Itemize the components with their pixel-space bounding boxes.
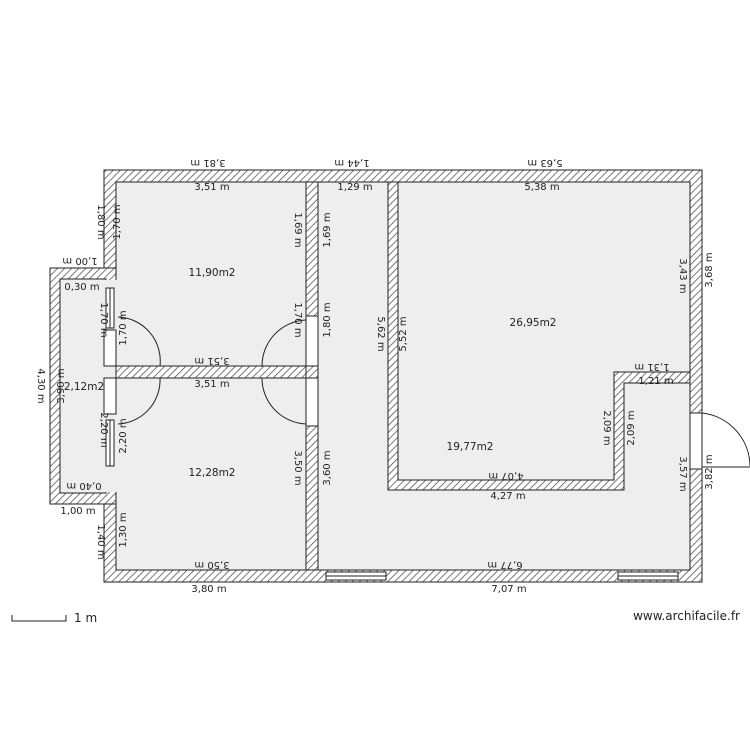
floors — [59, 181, 691, 571]
dim-inner-room-bottom-inner: 4,07 m — [488, 470, 523, 481]
dim-top-inner-right: 5,38 m — [524, 182, 559, 193]
dim-right-inner-bottom: 3,57 m — [677, 456, 688, 491]
dim-notch-top: 1,31 m — [634, 361, 669, 372]
door-arc-mid-upper — [261, 319, 307, 367]
window-bay-upper — [105, 287, 115, 329]
dim-inner-room-step-inner: 2,09 m — [601, 410, 612, 445]
door-arc-mid-lower — [261, 377, 307, 425]
door-gap-corridor-lower — [305, 377, 319, 427]
area-bottom-left: 12,28m2 — [189, 467, 236, 479]
dim-left-outer-top: 1,80 m — [95, 204, 106, 239]
dim-bottom-outer-left: 3,80 m — [191, 584, 226, 595]
area-large: 26,95m2 — [510, 317, 557, 329]
door-arc-right — [701, 412, 750, 467]
dim-mid-wall-bottom: 3,51 m — [194, 379, 229, 390]
area-top-left: 11,90m2 — [189, 267, 236, 279]
dim-bay-right-bottom: 2,20 m — [98, 412, 109, 447]
inner-walls — [115, 181, 691, 571]
area-l-shape: 19,77m2 — [447, 441, 494, 453]
dim-top-inner-left: 3,51 m — [194, 182, 229, 193]
dim-room1-left-lower: 1,70 m — [118, 310, 129, 345]
scale-label: 1 m — [74, 611, 97, 625]
door-arc-left-lower — [117, 377, 161, 425]
wall-left-vertical — [305, 181, 319, 571]
dim-top-inner-mid: 1,29 m — [337, 182, 372, 193]
area-bay: 2,12m2 — [64, 381, 104, 393]
dim-bay-top-outer: 1,00 m — [62, 255, 97, 266]
dim-left-outer-bottom: 1,40 m — [95, 524, 106, 559]
dim-room2-left-upper: 2,20 m — [118, 418, 129, 453]
dim-bay-bottom-inner: 0,40 m — [66, 480, 101, 491]
dim-left-inner-top: 1,70 m — [112, 204, 123, 239]
dim-right-outer-bottom: 3,82 m — [704, 454, 715, 489]
dim-bay-bottom-outer: 1,00 m — [60, 506, 95, 517]
dimension-labels: 3,81 m 1,44 m 5,63 m 3,51 m 1,29 m 5,38 … — [35, 157, 715, 595]
door-arc-left-upper — [117, 316, 161, 367]
wall-inner-room — [387, 181, 691, 491]
dim-top-outer-mid: 1,44 m — [334, 157, 369, 168]
window-bottom-right — [617, 571, 679, 581]
dim-corridor-left-bottom: 3,60 m — [322, 450, 333, 485]
dim-right-outer-top: 3,68 m — [704, 252, 715, 287]
dim-top-outer-right: 5,63 m — [527, 157, 562, 168]
door-gap-right — [689, 412, 703, 470]
dim-room1-right-lower: 1,70 m — [292, 302, 303, 337]
door-gap-bay-upper — [103, 329, 117, 367]
scale-bar: 1 m — [11, 611, 97, 625]
dim-corridor-left-lower: 1,80 m — [322, 302, 333, 337]
dim-mid-wall-top: 3,51 m — [194, 355, 229, 366]
dim-right-inner-top: 3,43 m — [677, 258, 688, 293]
wall-left-horizontal — [115, 365, 307, 379]
dim-bay-top-inner: 0,30 m — [64, 282, 99, 293]
dim-bay-right-top: 1,70 m — [98, 302, 109, 337]
dim-bottom-inner-right: 6,77 m — [487, 559, 522, 570]
dim-bottom-inner-left: 3,50 m — [194, 559, 229, 570]
window-bottom-left — [325, 571, 387, 581]
dim-inner-room-left-outer: 5,62 m — [375, 316, 386, 351]
dim-bottom-outer-right: 7,07 m — [491, 584, 526, 595]
dim-inner-room-step-outer: 2,09 m — [626, 410, 637, 445]
dim-room2-right: 3,50 m — [292, 450, 303, 485]
dim-room2-left-lower: 1,30 m — [118, 512, 129, 547]
door-gap-bay-lower — [103, 377, 117, 415]
door-gap-corridor-upper — [305, 315, 319, 367]
dim-notch-bottom: 1,21 m — [638, 376, 673, 387]
floor-bay — [59, 278, 107, 494]
window-bay-lower — [105, 419, 115, 467]
windows — [105, 287, 679, 581]
credit-text: www.archifacile.fr — [633, 609, 740, 623]
dim-room1-right-upper: 1,69 m — [292, 212, 303, 247]
dim-corridor-left-upper: 1,69 m — [322, 212, 333, 247]
dim-inner-room-bottom-outer: 4,27 m — [490, 491, 525, 502]
dim-bay-left-outer: 4,30 m — [35, 368, 46, 403]
doors — [103, 315, 750, 470]
dim-inner-room-left-inner: 5,52 m — [398, 316, 409, 351]
dim-top-outer-left: 3,81 m — [190, 157, 225, 168]
room-areas: 11,90m2 12,28m2 2,12m2 26,95m2 19,77m2 — [64, 267, 557, 479]
dim-bay-left-inner: 3,90 m — [56, 368, 67, 403]
